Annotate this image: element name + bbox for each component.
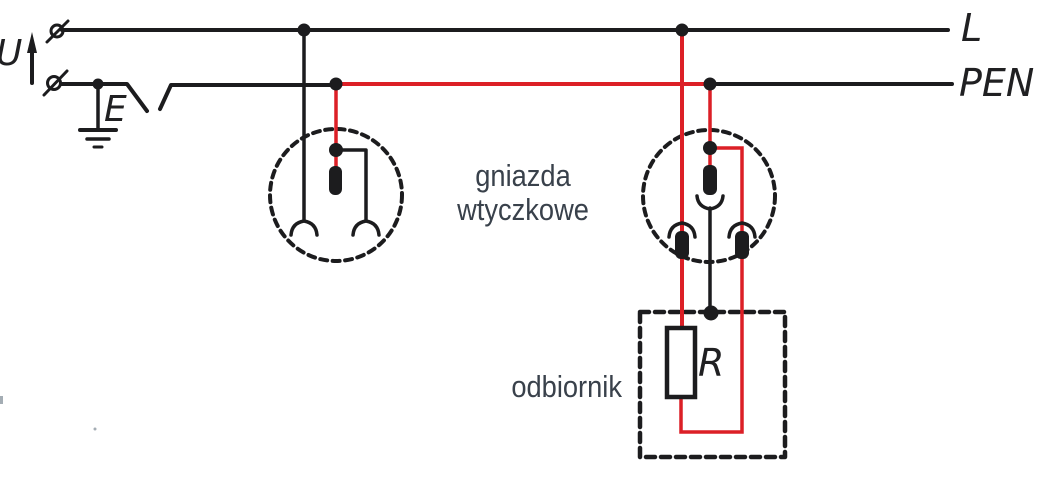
- socket-contact-icon: [351, 219, 381, 237]
- junction-dot: [675, 23, 689, 37]
- plug-pin-icon: [675, 231, 689, 259]
- junction-dot: [329, 77, 343, 91]
- bus-lines: [59, 28, 954, 113]
- resistor-icon: [664, 325, 698, 400]
- socket-contact-icon: [667, 221, 697, 239]
- socket-contact-icon: [727, 221, 757, 239]
- junction-dot: [329, 143, 343, 157]
- scan-artifact: [0, 396, 3, 404]
- voltage-arrow-icon: [27, 32, 37, 53]
- load-box-outline: [637, 309, 788, 460]
- load-caption-wrap: odbiornik: [511, 370, 622, 404]
- sockets-caption-line1-wrap: gniazda: [475, 159, 571, 193]
- socket-left-neutral-branch: [334, 148, 368, 222]
- sockets-caption-line2: wtyczkowe: [456, 193, 589, 227]
- pen-wire-right-break-end: [158, 83, 338, 111]
- chassis-junction-dot: [703, 305, 719, 321]
- sockets-caption-line2-wrap: wtyczkowe: [456, 193, 589, 227]
- earth-pin-icon: [703, 165, 717, 195]
- socket-contact-icon: [289, 219, 319, 237]
- junction-dot: [297, 23, 311, 37]
- junction-dot: [92, 78, 104, 90]
- junction-dot: [703, 77, 717, 91]
- voltage-label: U: [0, 33, 22, 74]
- earth-label: E: [104, 89, 127, 130]
- terminal-pen-icon: [46, 75, 62, 91]
- junction-dot: [703, 141, 717, 155]
- line-l-label: L: [961, 6, 982, 50]
- pen-wire-left-break-end: [59, 82, 149, 113]
- resistor-label: R: [698, 341, 724, 385]
- terminal-l-slash-icon: [45, 19, 70, 44]
- load-return-loop-red: [679, 146, 744, 434]
- terminal-pen-slash-icon: [42, 69, 69, 97]
- earth-pin-icon: [329, 166, 342, 195]
- load: R: [664, 305, 724, 400]
- bus-junctions: [92, 23, 717, 91]
- terminal-l-icon: [49, 23, 65, 39]
- voltage-indicator: U: [0, 32, 37, 85]
- earth-connection: E: [78, 82, 127, 149]
- socket-left: [289, 28, 381, 237]
- socket-right: [667, 141, 757, 315]
- load-caption: odbiornik: [511, 370, 622, 404]
- plug-pin-icon: [735, 231, 749, 259]
- sockets-caption-line1: gniazda: [475, 159, 571, 193]
- scan-artifact: [93, 427, 97, 431]
- source-terminals: [42, 19, 70, 97]
- line-pen-label: PEN: [959, 61, 1034, 105]
